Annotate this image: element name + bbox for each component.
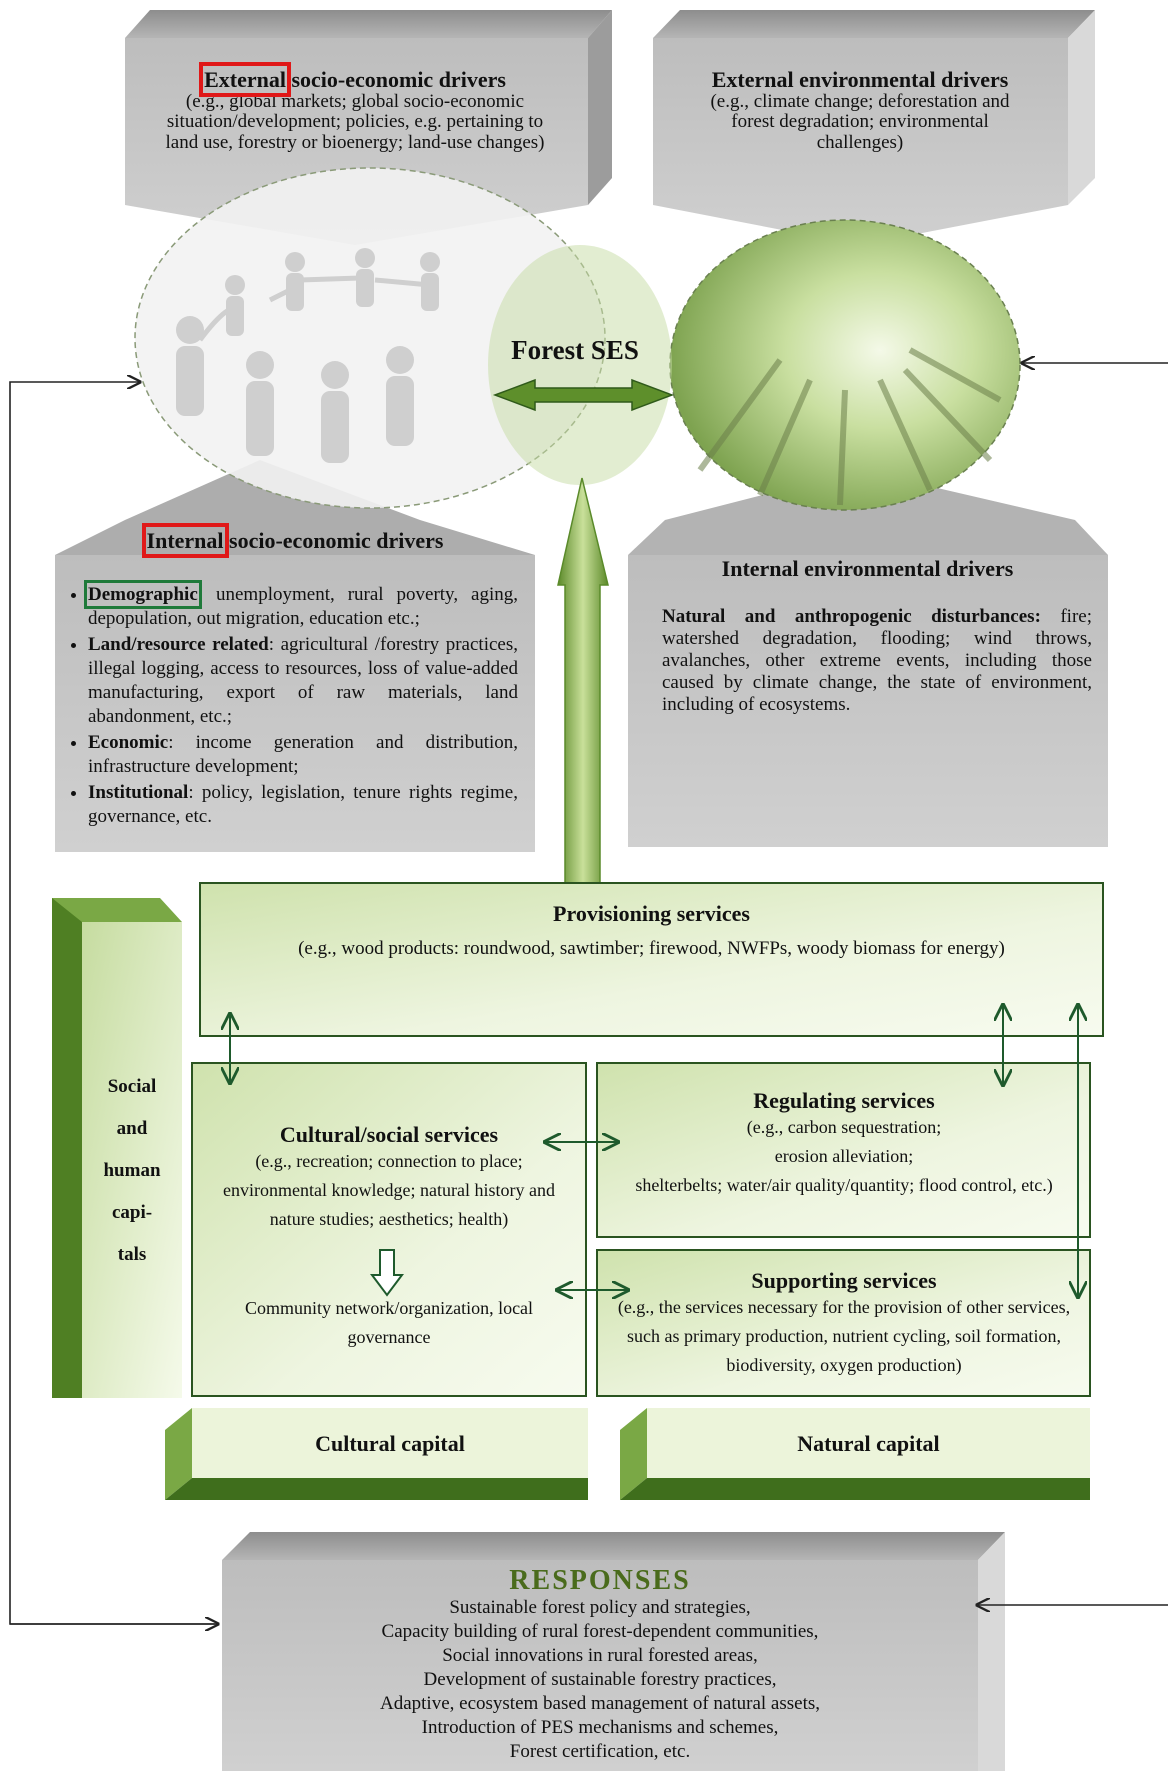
- responses-title: RESPONSES: [509, 1565, 691, 1596]
- response-item: Forest certification, etc.: [509, 1741, 691, 1763]
- driver-item-demographic: Demographic: unemployment, rural poverty…: [84, 580, 518, 631]
- driver-item-economic: Economic: income generation and distribu…: [88, 731, 518, 779]
- external-env-title: External environmental drivers: [711, 67, 1009, 92]
- regulating-line: erosion alleviation;: [774, 1145, 914, 1166]
- cultural-box-shape: [191, 1062, 587, 1397]
- provisioning-body: (e.g., wood products: roundwood, sawtimb…: [298, 937, 1005, 959]
- people-silhouettes: [176, 248, 440, 463]
- capitals-line: and: [116, 1118, 148, 1139]
- external-highlight: External: [199, 62, 291, 97]
- internal-socio-title: Internal socio-economic drivers: [60, 523, 530, 558]
- responses-box-shape: [222, 1532, 1005, 1771]
- social-human-capitals-shape: [52, 898, 182, 1398]
- external-env-panel: External environmental drivers (e.g., cl…: [665, 68, 1055, 153]
- internal-env-term: Natural and anthropogenic disturbances:: [662, 606, 1041, 627]
- internal-socio-list: Demographic: unemployment, rural poverty…: [58, 580, 518, 831]
- driver-term: Demographic: [84, 580, 202, 609]
- regulating-line: (e.g., carbon sequestration;: [746, 1116, 942, 1137]
- supporting-panel: Supporting services (e.g., the services …: [605, 1269, 1083, 1380]
- cultural-capital-label: Cultural capital: [315, 1431, 465, 1456]
- external-env-box-shape: [653, 10, 1095, 245]
- regulating-panel: Regulating services (e.g., carbon seques…: [605, 1089, 1083, 1200]
- internal-socio-title-rest: socio-economic drivers: [223, 528, 444, 553]
- external-socio-panel: External socio-economic drivers (e.g., g…: [135, 62, 575, 153]
- response-item: Introduction of PES mechanisms and schem…: [421, 1717, 779, 1739]
- internal-env-body: Natural and anthropogenic disturbances: …: [662, 606, 1092, 716]
- driver-desc: : unemployment, rural poverty, aging, de…: [88, 584, 518, 629]
- driver-term: Institutional: [88, 782, 189, 803]
- cultural-panel: Cultural/social services (e.g., recreati…: [204, 1123, 574, 1234]
- cultural-body: (e.g., recreation; connection to place; …: [223, 1150, 555, 1229]
- forest-ses-double-arrow: [492, 378, 675, 412]
- external-socio-title: External socio-economic drivers: [135, 62, 575, 97]
- internal-highlight: Internal: [141, 523, 229, 558]
- response-item: Sustainable forest policy and strategies…: [449, 1597, 751, 1619]
- response-item: Capacity building of rural forest-depend…: [381, 1621, 819, 1643]
- driver-term: Land/resource related: [88, 634, 269, 655]
- response-item: Social innovations in rural forested are…: [442, 1645, 758, 1667]
- regulating-box-shape: [596, 1062, 1091, 1238]
- capitals-line: Social: [107, 1076, 157, 1097]
- social-human-capitals-label: Social and human capi- tals: [82, 1066, 182, 1276]
- driver-desc: : income generation and distribution, in…: [88, 732, 518, 777]
- regulating-line: shelterbelts; water/air quality/quantity…: [635, 1174, 1053, 1195]
- driver-desc: : policy, legislation, tenure rights reg…: [88, 782, 518, 827]
- internal-env-box-shape: [628, 470, 1108, 847]
- supporting-title: Supporting services: [751, 1268, 937, 1293]
- driver-term: Economic: [88, 732, 169, 753]
- external-socio-body: (e.g., global markets; global socio-econ…: [165, 90, 545, 153]
- provisioning-panel: Provisioning services (e.g., wood produc…: [205, 902, 1098, 963]
- forest-ses-ellipse: [134, 167, 1021, 511]
- response-item: Development of sustainable forestry prac…: [423, 1669, 777, 1691]
- driver-item-institutional: Institutional: policy, legislation, tenu…: [88, 781, 518, 829]
- capitals-line: capi-: [111, 1202, 153, 1223]
- hollow-down-arrow: [370, 1249, 404, 1297]
- supporting-body: (e.g., the services necessary for the pr…: [617, 1296, 1071, 1375]
- cultural-community: Community network/organization, local go…: [244, 1298, 534, 1347]
- responses-panel: RESPONSES Sustainable forest policy and …: [232, 1565, 968, 1764]
- internal-env-desc: fire; watershed degradation, flooding; w…: [662, 606, 1092, 715]
- forest-ses-label: Forest SES: [511, 335, 639, 365]
- external-socio-title-rest: socio-economic drivers: [285, 67, 506, 92]
- capitals-line: human: [103, 1160, 161, 1181]
- driver-desc: : agricultural /forestry practices, ille…: [88, 634, 518, 727]
- driver-item-land: Land/resource related: agricultural /for…: [88, 633, 518, 729]
- cultural-capital-shape: [165, 1408, 588, 1500]
- internal-socio-box-shape: [55, 460, 535, 852]
- cultural-title: Cultural/social services: [279, 1122, 499, 1147]
- natural-capital-label: Natural capital: [797, 1431, 940, 1456]
- supporting-box-shape: [596, 1249, 1091, 1397]
- regulating-title: Regulating services: [753, 1088, 935, 1113]
- response-item: Adaptive, ecosystem based management of …: [379, 1693, 821, 1715]
- external-env-body: (e.g., climate change; deforestation and…: [710, 90, 1010, 153]
- internal-env-title: Internal environmental drivers: [721, 556, 1014, 581]
- tree-trunks: [697, 347, 1002, 506]
- provisioning-title: Provisioning services: [553, 901, 750, 926]
- upward-green-arrow: [557, 477, 609, 886]
- natural-capital-shape: [620, 1408, 1090, 1500]
- provisioning-box-shape: [199, 882, 1104, 1037]
- capitals-line: tals: [117, 1244, 147, 1265]
